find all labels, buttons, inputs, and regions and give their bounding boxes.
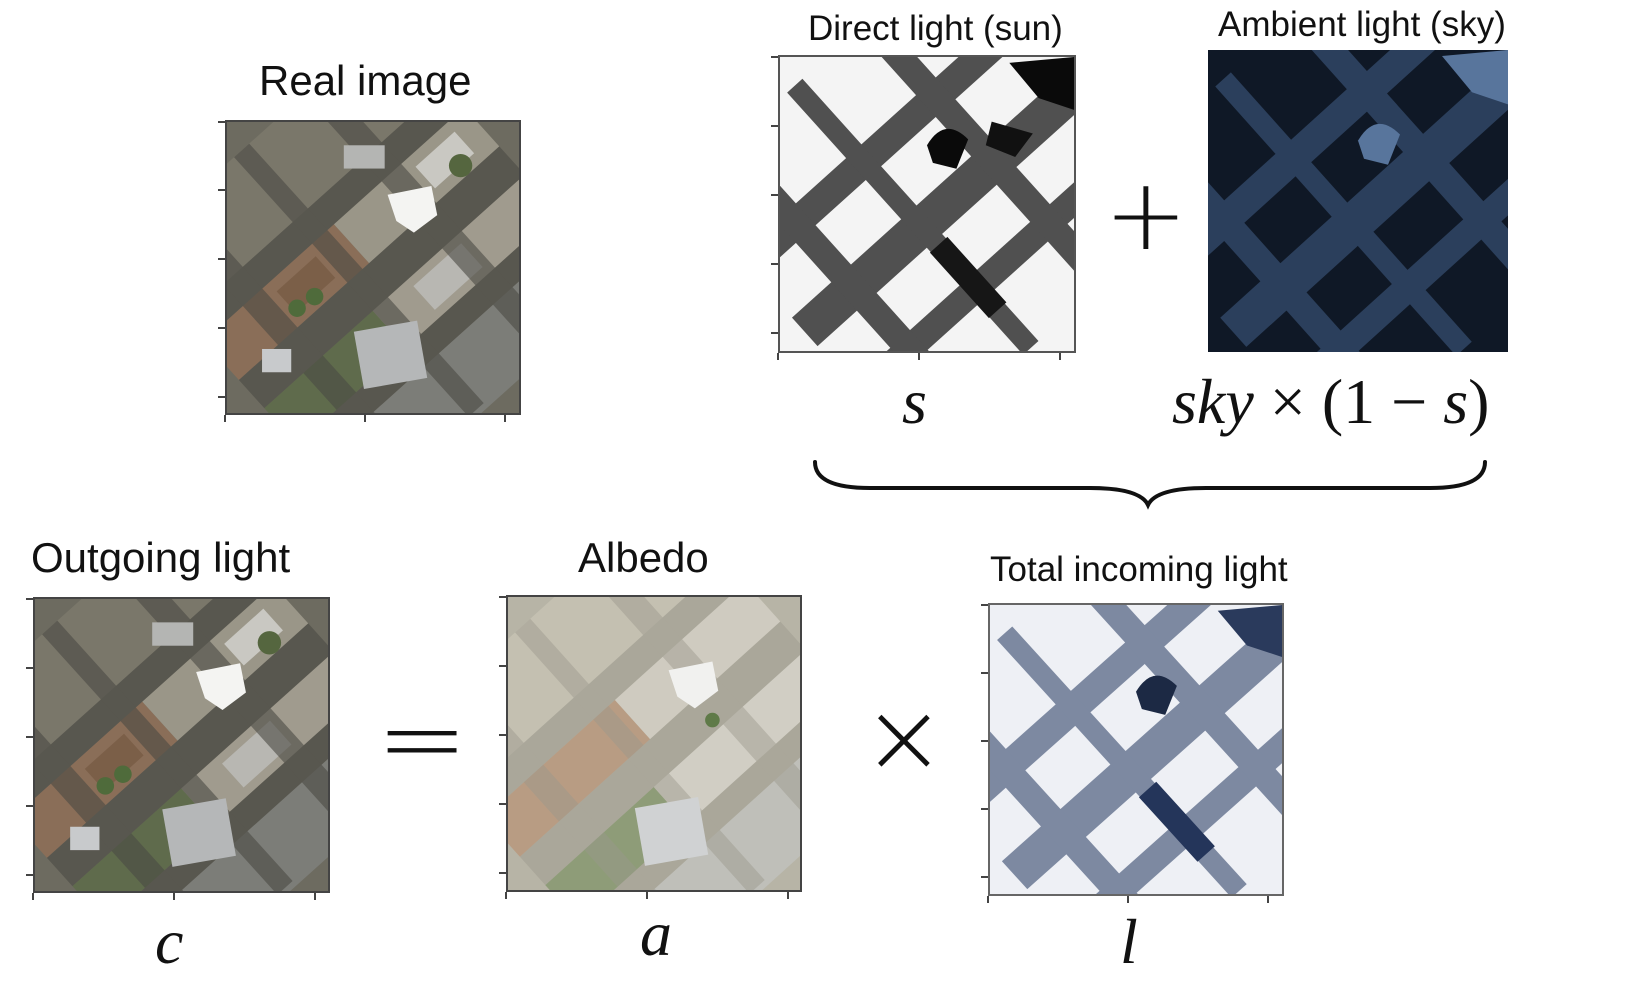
ambient-light-panel (1208, 50, 1508, 352)
outgoing-light-aerial (35, 599, 328, 891)
direct-light-title: Direct light (sun) (808, 9, 1063, 48)
real-image-title: Real image (259, 57, 472, 104)
direct-light-panel (778, 55, 1076, 353)
outgoing-light-panel (33, 597, 330, 893)
plus-operator: + (1104, 156, 1188, 273)
equals-operator: = (376, 674, 469, 802)
total-incoming-light-title: Total incoming light (990, 550, 1288, 589)
outgoing-light-symbol: c (155, 906, 184, 977)
real-image-aerial (227, 122, 519, 413)
outgoing-light-title: Outgoing light (31, 534, 291, 581)
albedo-symbol: a (640, 898, 672, 969)
real-image-panel (225, 120, 521, 415)
direct-light-symbol: s (902, 366, 927, 437)
times-operator: × (862, 679, 946, 796)
ambient-s-variable: s (1443, 366, 1469, 437)
albedo-panel (506, 595, 802, 892)
total-incoming-light-map (990, 605, 1282, 894)
total-incoming-light-panel (988, 603, 1284, 896)
direct-light-map (780, 57, 1074, 351)
total-incoming-symbol: l (1120, 906, 1138, 977)
ambient-formula-operator: × (1 − (1253, 366, 1444, 437)
albedo-title: Albedo (578, 534, 709, 581)
ambient-sky-variable: sky (1172, 366, 1254, 437)
albedo-aerial (508, 597, 800, 890)
ambient-formula-close: ) (1468, 366, 1490, 437)
ambient-light-map (1208, 50, 1508, 352)
ambient-light-title: Ambient light (sky) (1218, 5, 1506, 44)
ambient-light-formula: sky × (1 − s) (1172, 365, 1489, 439)
